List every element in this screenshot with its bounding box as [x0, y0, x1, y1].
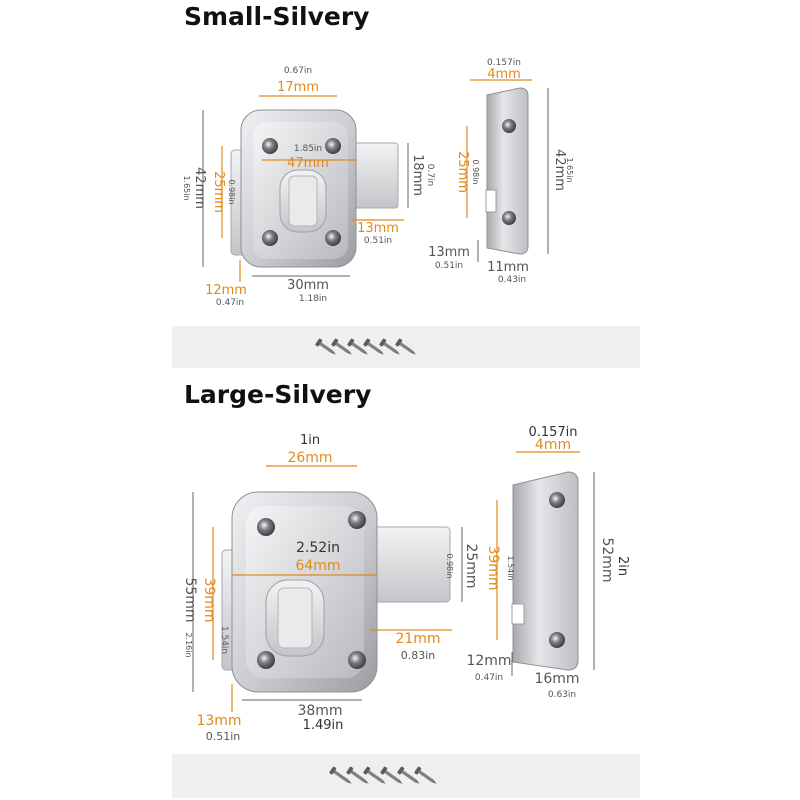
small-plate-depth-mm: 12mm — [205, 283, 247, 298]
small-screw-hole — [325, 138, 341, 154]
small-keeper-depth-mm: 13mm — [428, 245, 470, 260]
small-width-mm: 30mm — [287, 278, 329, 293]
small-height-in: 1.65in — [182, 175, 191, 200]
small-bolt-ext-in: 0.51in — [364, 236, 392, 246]
screw — [315, 338, 337, 355]
large-keeper-hole — [549, 492, 565, 508]
screws-small — [315, 338, 417, 355]
small-hole-span-in: 0.98in — [227, 179, 236, 204]
small-latch — [230, 109, 399, 268]
large-plate-depth-in: 0.51in — [206, 730, 241, 743]
large-keeper-width-mm: 16mm — [534, 671, 579, 687]
large-width-in: 1.49in — [303, 718, 344, 733]
screw — [363, 338, 385, 355]
large-keeper-hole — [549, 632, 565, 648]
small-height-mm: 42mm — [192, 167, 207, 209]
large-keeper-body — [512, 471, 579, 671]
large-top-width-in: 1in — [300, 433, 320, 448]
small-hole-span-mm: 25mm — [211, 171, 226, 213]
screws-large — [329, 766, 437, 784]
large-span-in: 2.52in — [296, 540, 340, 556]
large-width-mm: 38mm — [297, 703, 342, 719]
large-top-width-mm: 26mm — [287, 450, 332, 466]
large-hole-span-in: 1.54in — [219, 626, 229, 654]
large-title: Large-Silvery — [184, 380, 372, 409]
small-title: Small-Silvery — [184, 2, 370, 31]
small-screw-hole — [262, 230, 278, 246]
large-height-mm: 55mm — [182, 577, 198, 622]
small-span-mm: 47mm — [287, 156, 329, 171]
large-span-mm: 64mm — [295, 558, 340, 574]
small-keeper-hole — [502, 119, 516, 133]
large-screw-hole — [257, 651, 275, 669]
large-keeper-width-in: 0.63in — [548, 690, 576, 700]
large-keeper-hole-mm: 39mm — [485, 545, 501, 590]
large-keeper-top-mm: 4mm — [535, 437, 571, 453]
small-span-in: 1.85in — [294, 144, 322, 154]
large-hole-span-mm: 39mm — [201, 577, 217, 622]
small-keeper — [485, 87, 529, 255]
screw — [347, 338, 369, 355]
large-bolt-ext-mm: 21mm — [395, 631, 440, 647]
small-plate-depth-in: 0.47in — [216, 298, 244, 308]
small-keeper-hole-in: 0.98in — [471, 159, 480, 184]
small-top-width-mm: 17mm — [277, 80, 319, 95]
large-dim-lines-orange — [212, 451, 580, 712]
large-keeper-height-mm: 52mm — [599, 537, 615, 582]
small-bolt-height-in: 0.7in — [425, 164, 435, 187]
small-screw-hole — [262, 138, 278, 154]
large-keeper-height-in: 2in — [615, 556, 630, 576]
small-top-width-in: 0.67in — [284, 66, 312, 76]
large-screw-hole — [257, 518, 275, 536]
large-latch — [221, 491, 451, 693]
large-bolt-height-mm: 25mm — [463, 543, 479, 588]
small-keeper-top-mm: 4mm — [487, 67, 521, 82]
small-keeper-hole-mm: 25mm — [455, 151, 470, 193]
small-keeper-depth-in: 0.51in — [435, 261, 463, 271]
small-dim-lines-orange — [221, 79, 532, 282]
large-screw-hole — [348, 651, 366, 669]
small-keeper-width-mm: 11mm — [487, 260, 529, 275]
small-width-in: 1.18in — [299, 294, 327, 304]
large-dim-lines-gray — [192, 472, 595, 701]
screw — [346, 766, 369, 784]
screw — [363, 766, 386, 784]
large-keeper-depth-mm: 12mm — [466, 653, 511, 669]
small-screw-hole — [325, 230, 341, 246]
screw — [395, 338, 417, 355]
screw — [329, 766, 352, 784]
large-screw-hole — [348, 511, 366, 529]
large-height-in: 2.16in — [184, 632, 193, 657]
small-keeper-height-mm: 42mm — [552, 149, 567, 191]
large-bolt-ext-in: 0.83in — [401, 649, 436, 662]
large-keeper — [511, 471, 579, 671]
screw — [379, 338, 401, 355]
small-keeper-body — [486, 87, 529, 255]
small-keeper-hole — [502, 211, 516, 225]
screw — [414, 766, 437, 784]
small-keeper-top-in: 0.157in — [487, 58, 521, 68]
small-bolt-height-mm: 18mm — [410, 154, 425, 196]
large-bolt-height-in: 0.98in — [445, 553, 454, 578]
large-keeper-depth-in: 0.47in — [475, 673, 503, 683]
large-keeper-top-in: 0.157in — [528, 425, 577, 440]
screw — [380, 766, 403, 784]
screw — [331, 338, 353, 355]
small-keeper-height-in: 1.65in — [565, 157, 574, 182]
large-keeper-hole-in: 1.54in — [506, 555, 515, 580]
small-keeper-width-in: 0.43in — [498, 275, 526, 285]
large-plate-depth-mm: 13mm — [196, 713, 241, 729]
screw — [397, 766, 420, 784]
small-bolt-ext-mm: 13mm — [357, 221, 399, 236]
small-dim-lines-gray — [202, 88, 549, 277]
